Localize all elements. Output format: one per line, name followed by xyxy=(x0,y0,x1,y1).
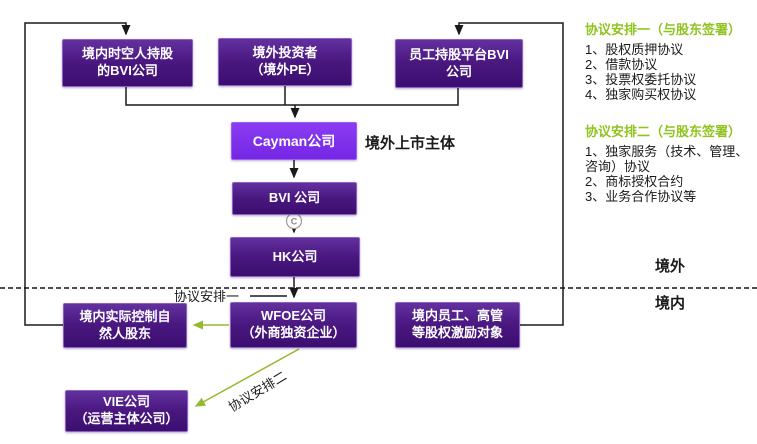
box-label: 境外投资者 xyxy=(252,45,318,61)
box-label: 的BVI公司 xyxy=(97,63,158,78)
box-label: 公司 xyxy=(445,63,472,79)
box-wfoe: WFOE公司 （外商独资企业） xyxy=(230,302,357,348)
box-domestic-holder-bvi: 境内时空人持股 的BVI公司 xyxy=(62,39,193,87)
box-label: 境内实际控制自 xyxy=(79,308,171,324)
box-cayman: Cayman公司 xyxy=(231,122,357,160)
box-label: 等股权激励对象 xyxy=(411,325,503,340)
box-vie: VIE公司 （运营主体公司） xyxy=(65,390,188,432)
offshore-label: 境外 xyxy=(655,258,686,275)
list-item: 3、投票权委托协议 xyxy=(585,72,697,87)
box-hk: HK公司 xyxy=(230,237,360,277)
box-label: （境外PE） xyxy=(250,62,320,77)
box-overseas-investor: 境外投资者 （境外PE） xyxy=(218,38,352,86)
agreements-section-1-title: 协议安排一（与股东签署） xyxy=(585,22,742,37)
list-item: 4、独家购买权协议 xyxy=(585,87,697,102)
listing-entity-label: 境外上市主体 xyxy=(365,135,456,152)
box-label: 境内员工、高管 xyxy=(411,308,503,324)
agreements-section-1: 协议安排一（与股东签署） 1、股权质押协议 2、借款协议 3、投票权委托协议 4… xyxy=(585,22,755,102)
onshore-label: 境内 xyxy=(655,295,686,312)
connector-top-bus xyxy=(125,87,459,106)
agreements-section-1-list: 1、股权质押协议 2、借款协议 3、投票权委托协议 4、独家购买权协议 xyxy=(585,42,755,102)
list-item: 2、商标授权合约 xyxy=(585,174,684,189)
box-label: 员工持股平台BVI xyxy=(409,46,509,62)
copyright-watermark-icon: C xyxy=(285,212,303,230)
list-item: 1、股权质押协议 xyxy=(585,42,684,57)
box-domestic-employees: 境内员工、高管 等股权激励对象 xyxy=(395,302,520,348)
connector-right-loop xyxy=(454,22,564,326)
list-item: 2、借款协议 xyxy=(585,57,658,72)
arrow-wfoe-to-vie xyxy=(194,348,300,407)
box-label: WFOE公司 xyxy=(261,308,326,324)
box-label: （运营主体公司） xyxy=(74,411,179,426)
box-domestic-controller: 境内实际控制自 然人股东 xyxy=(63,303,187,348)
box-label: VIE公司 xyxy=(103,394,150,410)
svg-text:C: C xyxy=(291,217,298,227)
box-label: BVI 公司 xyxy=(268,190,321,206)
box-label: 然人股东 xyxy=(98,325,151,341)
agreements-section-2: 协议安排二（与股东签署） 1、独家服务（技术、管理、咨询）协议 2、商标授权合约… xyxy=(585,124,755,204)
box-employee-platform-bvi: 员工持股平台BVI 公司 xyxy=(395,39,523,88)
box-label: （外商独资企业） xyxy=(241,325,346,340)
box-label: 境内时空人持股 xyxy=(81,46,173,62)
box-bvi: BVI 公司 xyxy=(232,182,357,215)
connector-left-loop xyxy=(24,22,131,326)
box-label: Cayman公司 xyxy=(252,132,336,149)
agreements-section-2-title: 协议安排二（与股东签署） xyxy=(585,124,742,139)
box-label: HK公司 xyxy=(272,248,318,264)
agreements-section-2-list: 1、独家服务（技术、管理、咨询）协议 2、商标授权合约 3、业务合作协议等 xyxy=(585,144,755,204)
arrangement1-label: 协议安排一 xyxy=(174,289,240,304)
list-item: 3、业务合作协议等 xyxy=(585,189,697,204)
list-item: 1、独家服务（技术、管理、咨询）协议 xyxy=(585,144,749,174)
